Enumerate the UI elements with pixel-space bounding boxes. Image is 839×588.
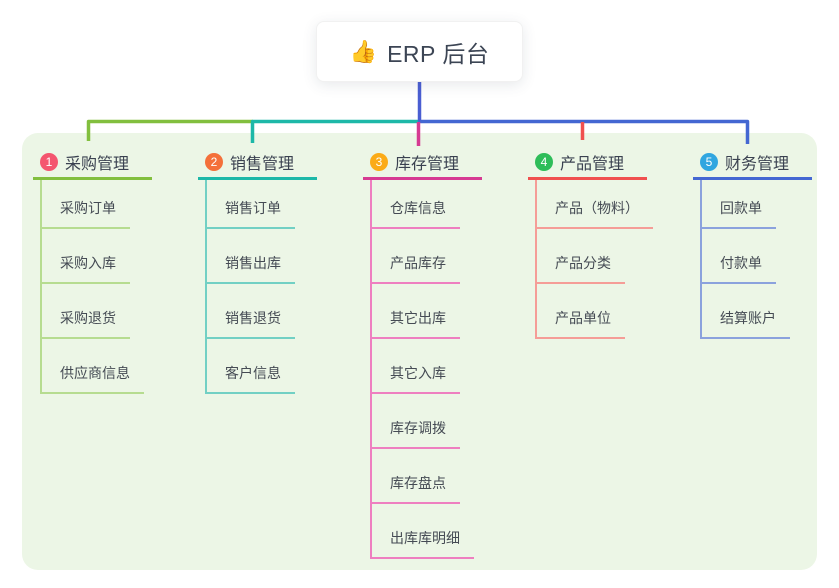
branch-node-finance[interactable]: 5 财务管理 [693, 146, 812, 180]
branch-number-badge: 3 [370, 152, 388, 171]
branch-node-procurement[interactable]: 1 采购管理 [33, 146, 152, 180]
child-node[interactable]: 客户信息 [207, 339, 295, 394]
branch-number-badge: 4 [535, 152, 553, 171]
child-node[interactable]: 库存调拨 [372, 394, 460, 449]
branch-label: 销售管理 [230, 155, 295, 173]
child-node[interactable]: 产品单位 [537, 284, 625, 339]
child-label: 客户信息 [225, 365, 281, 381]
branch-children: 产品（物料） 产品分类 产品单位 [535, 180, 678, 339]
child-node[interactable]: 销售订单 [207, 180, 295, 229]
child-label: 销售出库 [225, 255, 281, 271]
child-label: 仓库信息 [390, 200, 446, 216]
child-node[interactable]: 产品分类 [537, 229, 625, 284]
child-node[interactable]: 其它入库 [372, 339, 460, 394]
child-node[interactable]: 仓库信息 [372, 180, 460, 229]
child-node[interactable]: 回款单 [702, 180, 776, 229]
child-label: 销售退货 [225, 310, 281, 326]
child-node[interactable]: 其它出库 [372, 284, 460, 339]
child-label: 采购订单 [60, 200, 116, 216]
child-node[interactable]: 产品库存 [372, 229, 460, 284]
branches-panel [22, 133, 817, 570]
child-node[interactable]: 付款单 [702, 229, 776, 284]
child-label: 供应商信息 [60, 365, 130, 381]
branch-node-sales[interactable]: 2 销售管理 [198, 146, 317, 180]
child-node[interactable]: 销售出库 [207, 229, 295, 284]
thumbs-up-icon: 👍 [349, 38, 378, 64]
root-node-erp[interactable]: 👍 ERP 后台 [316, 21, 523, 82]
branch-label: 产品管理 [560, 155, 625, 173]
branch-label: 财务管理 [725, 155, 790, 173]
child-node[interactable]: 销售退货 [207, 284, 295, 339]
branch-children: 仓库信息 产品库存 其它出库 其它入库 库存调拨 库存盘点 出库库明细 [370, 180, 513, 559]
child-label: 采购入库 [60, 255, 116, 271]
child-label: 产品分类 [555, 255, 611, 271]
child-label: 结算账户 [720, 310, 776, 326]
child-node[interactable]: 出库库明细 [372, 504, 474, 559]
branch-children: 回款单 付款单 结算账户 [700, 180, 839, 339]
child-label: 出库库明细 [390, 530, 460, 546]
branch-product: 4 产品管理 产品（物料） 产品分类 产品单位 [528, 146, 678, 339]
child-node[interactable]: 采购入库 [42, 229, 130, 284]
child-label: 产品单位 [555, 310, 611, 326]
branch-node-inventory[interactable]: 3 库存管理 [363, 146, 482, 180]
child-label: 库存调拨 [390, 420, 446, 436]
branch-children: 采购订单 采购入库 采购退货 供应商信息 [40, 180, 183, 394]
branch-children: 销售订单 销售出库 销售退货 客户信息 [205, 180, 348, 394]
child-label: 其它入库 [390, 365, 446, 381]
branch-label: 库存管理 [395, 155, 460, 173]
child-node[interactable]: 供应商信息 [42, 339, 144, 394]
branch-sales: 2 销售管理 销售订单 销售出库 销售退货 客户信息 [198, 146, 348, 394]
child-label: 库存盘点 [390, 475, 446, 491]
branch-label: 采购管理 [65, 155, 130, 173]
branch-number-badge: 2 [205, 152, 223, 171]
child-label: 回款单 [720, 200, 762, 216]
child-label: 产品库存 [390, 255, 446, 271]
branch-finance: 5 财务管理 回款单 付款单 结算账户 [693, 146, 839, 339]
branch-procurement: 1 采购管理 采购订单 采购入库 采购退货 供应商信息 [33, 146, 183, 394]
child-node[interactable]: 采购订单 [42, 180, 130, 229]
child-node[interactable]: 库存盘点 [372, 449, 460, 504]
root-label: ERP 后台 [387, 40, 490, 67]
child-node[interactable]: 采购退货 [42, 284, 130, 339]
child-label: 其它出库 [390, 310, 446, 326]
branch-number-badge: 1 [40, 152, 58, 171]
branch-inventory: 3 库存管理 仓库信息 产品库存 其它出库 其它入库 库存调拨 库存盘点 出库库… [363, 146, 513, 559]
child-label: 产品（物料） [555, 200, 639, 216]
child-node[interactable]: 产品（物料） [537, 180, 653, 229]
child-label: 付款单 [720, 255, 762, 271]
child-label: 采购退货 [60, 310, 116, 326]
child-label: 销售订单 [225, 200, 281, 216]
branch-node-product[interactable]: 4 产品管理 [528, 146, 647, 180]
child-node[interactable]: 结算账户 [702, 284, 790, 339]
branch-number-badge: 5 [700, 152, 718, 171]
